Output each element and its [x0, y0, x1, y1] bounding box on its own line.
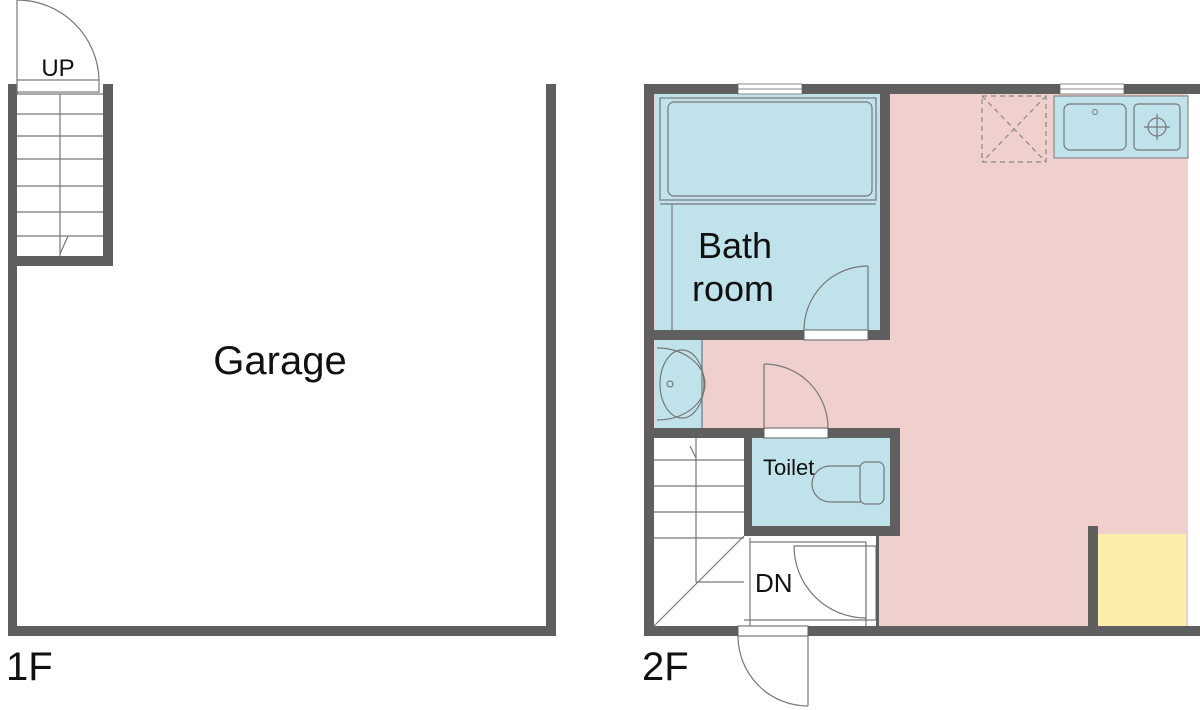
floor-2: Bath room Toilet DN 2F — [642, 83, 1200, 707]
stove-burner-icon — [1144, 114, 1170, 140]
stair-wall-right — [103, 84, 113, 266]
floor-2-label: 2F — [642, 645, 689, 689]
garage-label: Garage — [213, 339, 346, 383]
entrance-area — [744, 536, 878, 626]
sink-drain — [1092, 109, 1098, 115]
garage-wall-left — [8, 84, 17, 636]
washbasin — [656, 340, 706, 428]
washbasin-area — [655, 340, 703, 428]
bathroom-label-line2: room — [692, 268, 774, 309]
stair-wall-top-left — [8, 84, 18, 94]
garage-wall-right — [546, 84, 556, 636]
closet — [1098, 534, 1186, 626]
door-1f-top — [16, 0, 100, 93]
stair-wall-bottom — [8, 256, 113, 266]
garage-wall-bottom — [8, 626, 556, 636]
toilet-label: Toilet — [763, 455, 814, 480]
bathroom-label-line1: Bath — [698, 225, 772, 266]
stair-area-2f — [654, 438, 744, 626]
floor-1-label: 1F — [6, 645, 53, 689]
toilet-fixture — [811, 461, 885, 505]
kitchen-sink — [1063, 103, 1127, 151]
stairs-2f — [653, 438, 745, 627]
front-door — [737, 625, 809, 707]
walls-2f — [644, 84, 1200, 636]
stairs-1f — [17, 93, 103, 256]
refrigerator-space — [981, 95, 1047, 163]
stair-up-label: UP — [41, 55, 74, 82]
floor-1: UP Garage 1F — [6, 0, 556, 689]
bathroom-lines — [659, 97, 877, 330]
bathtub — [667, 101, 873, 197]
stair-dn-label: DN — [755, 568, 793, 598]
